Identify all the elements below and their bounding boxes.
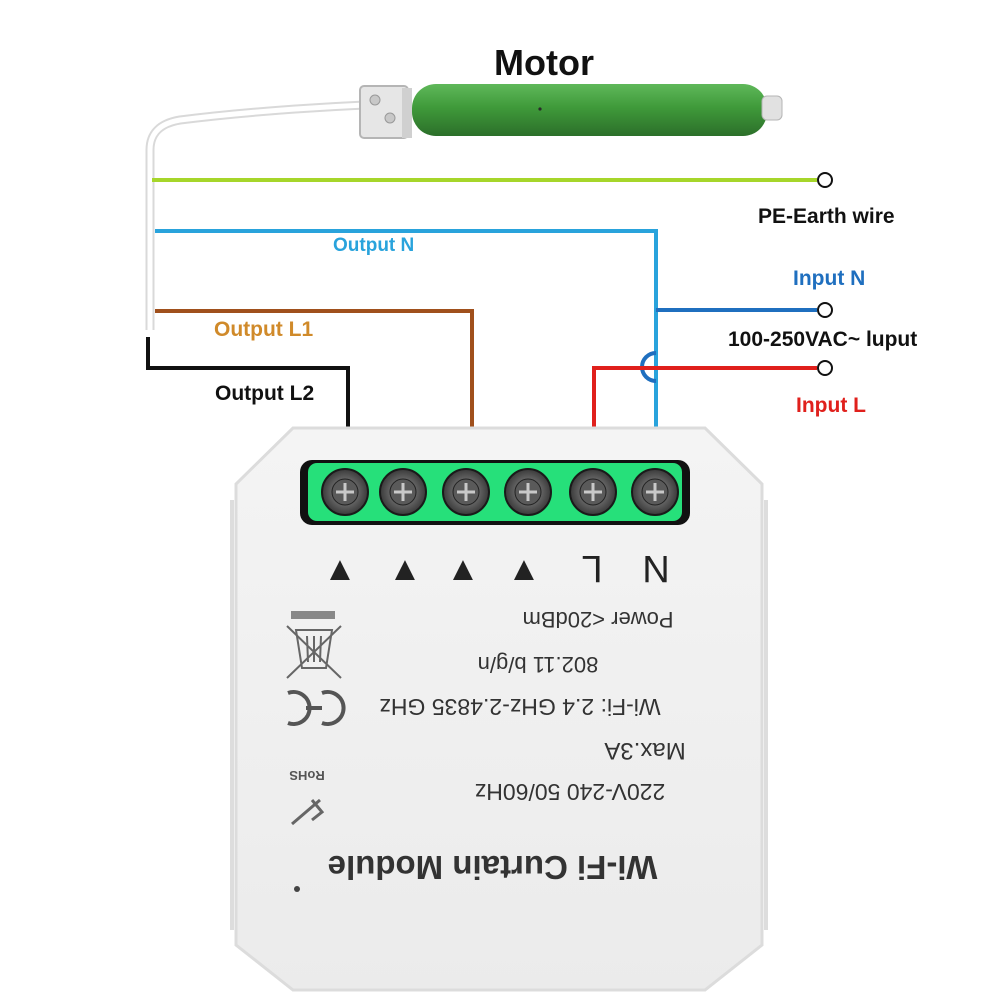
output-n-wire <box>155 229 658 458</box>
input-l-terminal <box>817 360 833 376</box>
output-l1-label: Output L1 <box>214 318 314 341</box>
weee-bin-icon <box>286 611 342 679</box>
output-n-label: Output N <box>333 235 415 256</box>
status-led <box>294 886 300 892</box>
terminal-mark-4: ▲ <box>507 550 541 588</box>
spec-wifi: Wi-Fi: 2.4 GHz-2.4835 GHz <box>379 694 661 720</box>
earth-terminal <box>817 172 833 188</box>
pe-earth-label: PE-Earth wire <box>758 205 895 228</box>
input-l-label: Input L <box>796 394 866 417</box>
terminal-mark-3: ▲ <box>446 550 480 588</box>
module-body <box>230 426 768 992</box>
ce-mark <box>287 690 346 726</box>
spec-power: Power <20dBm <box>522 607 674 632</box>
rohs-label: RoHS <box>289 768 325 783</box>
diagram-title: Motor <box>494 42 594 83</box>
motor <box>145 84 783 330</box>
terminal-screw-1[interactable] <box>321 468 369 516</box>
input-n-label: Input N <box>793 267 866 290</box>
spec-max-current: Max.3A <box>604 737 686 764</box>
terminal-mark-2: ▲ <box>388 550 422 588</box>
rohs-check-icon <box>291 798 325 826</box>
terminal-mark-1: ▲ <box>323 550 357 588</box>
output-l1-wire <box>155 309 474 458</box>
output-l2-wire <box>146 337 350 458</box>
terminal-mark-5: L <box>581 547 602 589</box>
output-l2-label: Output L2 <box>215 382 315 405</box>
spec-standard: 802.11 b/g/n <box>477 652 599 677</box>
terminal-screw-2[interactable] <box>379 468 427 516</box>
terminal-screw-6[interactable] <box>631 468 679 516</box>
terminal-screw-3[interactable] <box>442 468 490 516</box>
input-n-terminal <box>817 302 833 318</box>
terminal-block <box>300 460 690 525</box>
module-name: Wi-Fi Curtain Module <box>327 849 658 886</box>
terminal-mark-6: N <box>642 547 669 589</box>
wires <box>146 172 833 458</box>
terminal-screw-5[interactable] <box>569 468 617 516</box>
terminal-screw-4[interactable] <box>504 468 552 516</box>
supply-label: 100-250VAC~ luput <box>728 328 918 351</box>
spec-voltage: 220V-240 50/60Hz <box>474 779 666 805</box>
